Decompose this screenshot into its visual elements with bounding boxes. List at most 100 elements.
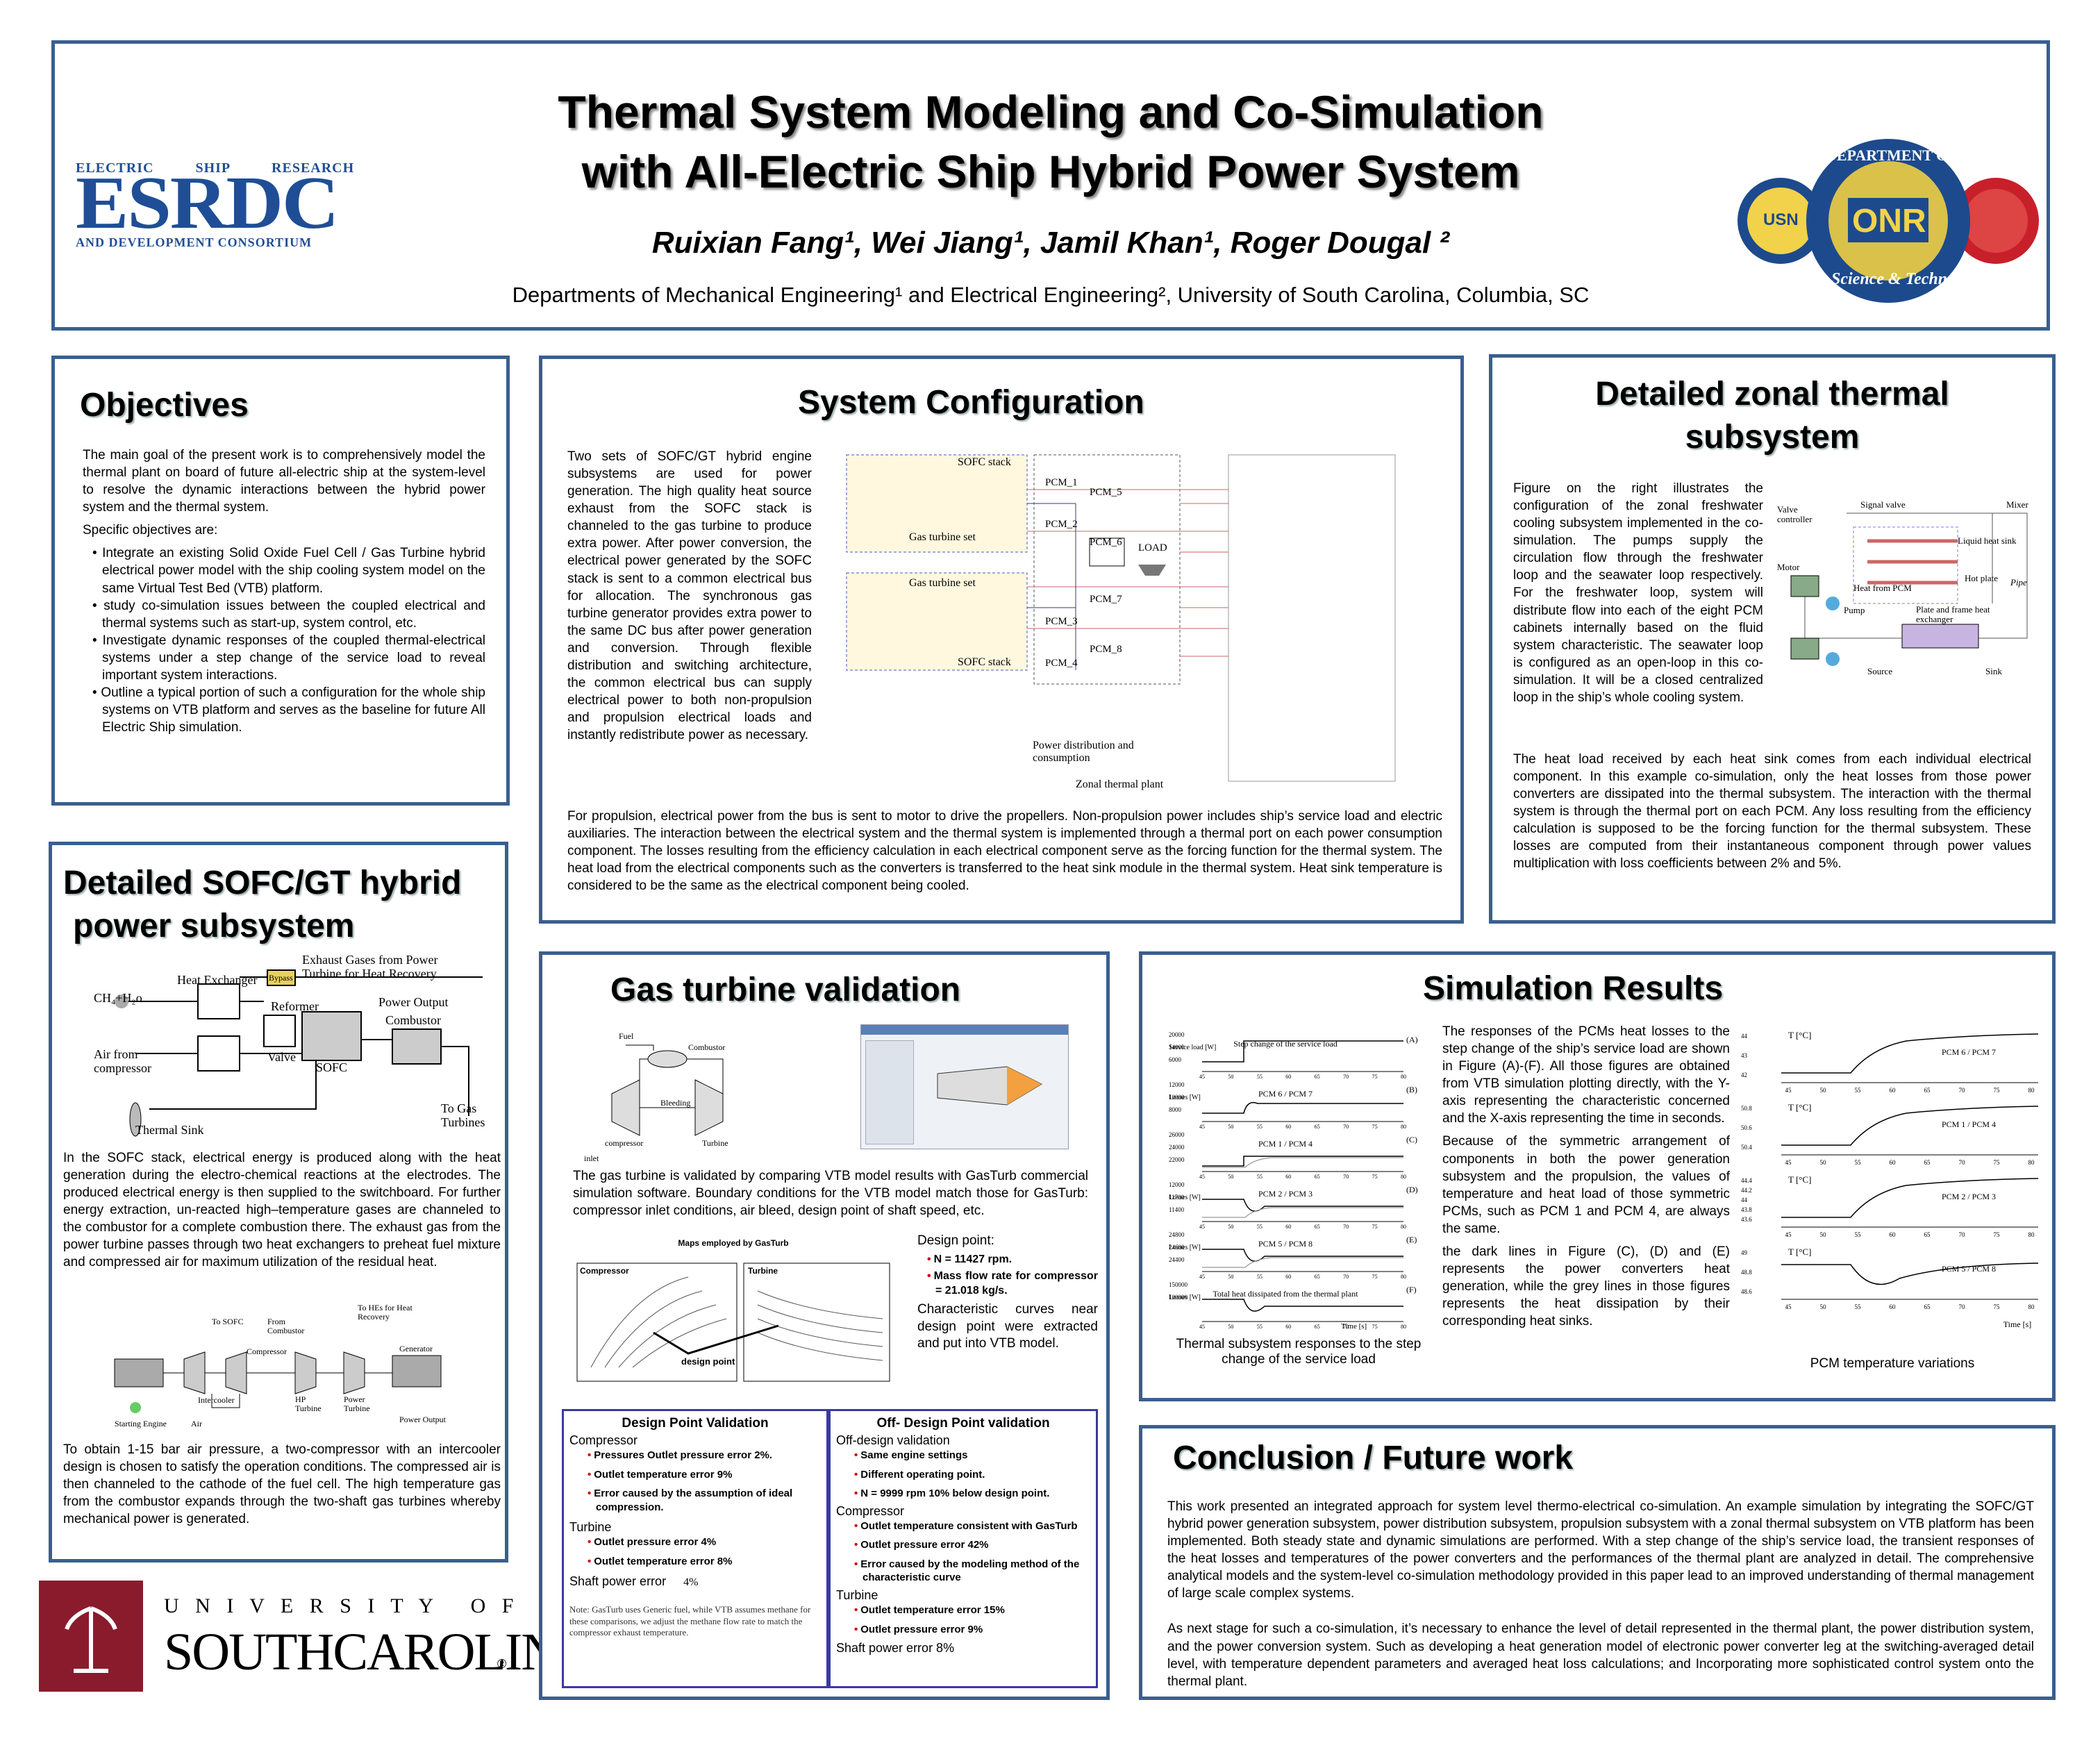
sofc-panel: Detailed SOFC/GT hybrid power subsystem …	[49, 842, 508, 1562]
val2-comp-item: Outlet pressure error 42%	[836, 1538, 1090, 1552]
maps-title: Maps employed by GasTurb	[678, 1238, 789, 1248]
conclusion-para2: As next stage for such a co-simulation, …	[1167, 1622, 2034, 1689]
left-chart-ylabel: Losses [W]	[1169, 1244, 1201, 1251]
right-chart-xtick: 45	[1785, 1087, 1792, 1094]
right-chart-tick: 44.4	[1741, 1177, 1752, 1184]
left-chart-xtick: 65	[1315, 1274, 1320, 1280]
gt-layout-lines	[611, 1044, 724, 1136]
sofc-diagram: Exhaust Gases from Power Turbine for Hea…	[94, 953, 497, 1144]
conclusion-title: Conclusion / Future work	[1173, 1440, 1574, 1476]
left-chart-xtick: 55	[1257, 1274, 1262, 1280]
sofc-fig-valve: Valve	[267, 1050, 296, 1064]
objective-item: • study co-simulation issues between the…	[92, 598, 485, 631]
left-chart-note: PCM 5 / PCM 8	[1258, 1239, 1312, 1249]
left-chart-note: PCM 1 / PCM 4	[1258, 1139, 1312, 1149]
right-chart-ylabel: T [°C]	[1788, 1247, 1811, 1257]
sofc-title-line1: Detailed SOFC/GT hybrid	[63, 865, 462, 901]
left-chart-xtick: 70	[1343, 1124, 1349, 1130]
objectives-specific: Specific objectives are:	[83, 523, 218, 538]
usc-letters: U N I V E R S I T Y O F	[164, 1594, 519, 1617]
fig-dist: Power distribution and consumption	[1033, 740, 1134, 764]
esrdc-bottom-text: AND DEVELOPMENT CONSORTIUM	[76, 235, 312, 249]
sysconfig-panel: System Configuration Two sets of SOFC/GT…	[539, 356, 1464, 924]
right-chart-xtick: 60	[1890, 1087, 1897, 1094]
gt-schem-comp: Compressor	[247, 1347, 287, 1356]
right-chart-tick: 50.8	[1741, 1105, 1752, 1112]
right-chart-line	[1781, 1106, 2039, 1146]
val1-shaft: Shaft power error	[569, 1574, 667, 1589]
fig-pcm1: PCM_1	[1045, 477, 1078, 488]
left-chart-xtick: 60	[1285, 1074, 1291, 1080]
right-chart-xtick: 55	[1855, 1303, 1862, 1310]
usc-logo: U N I V E R S I T Y O F SOUTHCAROLINA ®	[39, 1581, 596, 1697]
sofc-para1: In the SOFC stack, electrical energy is …	[63, 1151, 501, 1270]
sofc-fig-bypass: Bypass	[269, 973, 293, 983]
left-chart-ylabel: Losses [W]	[1169, 1294, 1201, 1301]
conclusion-panel: Conclusion / Future work This work prese…	[1139, 1425, 2056, 1700]
gasturbine-para1: The gas turbine is validated by comparin…	[573, 1169, 1088, 1219]
right-chart-tick: 44.2	[1741, 1187, 1752, 1194]
left-chart-xtick: 70	[1343, 1274, 1349, 1280]
right-chart-xtick: 55	[1855, 1159, 1862, 1166]
gt-fig-compressor: compressor	[605, 1138, 644, 1148]
sofc-fig-reformer: Reformer	[271, 999, 319, 1013]
authors: Ruixian Fang¹, Wei Jiang¹, Jamil Khan¹, …	[651, 226, 1450, 260]
zonal-fig-plate: Plate and frame heat exchanger	[1916, 604, 1990, 625]
fig-pcm4: PCM_4	[1045, 658, 1078, 669]
results-left-caption: Thermal subsystem responses to the step …	[1176, 1337, 1422, 1367]
left-chart-xtick: 45	[1199, 1124, 1205, 1130]
sofc-fig-air: Air from compressor	[94, 1047, 151, 1075]
zonal-fig-source: Source	[1867, 666, 1893, 676]
left-chart-xtick: 80	[1401, 1324, 1406, 1330]
gasturb-screenshot-bar	[861, 1025, 1068, 1035]
left-chart-line	[1202, 1156, 1403, 1167]
dp-item: N = 11427 rpm.	[917, 1253, 1098, 1267]
val1-note: Note: GasTurb uses Generic fuel, while V…	[569, 1604, 811, 1638]
gt-schem-tosofc: To SOFC	[212, 1317, 244, 1326]
val2-shaft: Shaft power error 8%	[836, 1641, 955, 1656]
left-chart-tick: 24400	[1169, 1256, 1185, 1263]
right-chart-ylabel: T [°C]	[1788, 1030, 1811, 1040]
sofc-diagram-lines	[115, 969, 483, 1137]
gasturb-screenshot	[860, 1024, 1069, 1149]
right-chart-tick: 50.6	[1741, 1124, 1752, 1131]
zonal-title-line2: subsystem	[1685, 419, 1860, 456]
sysconfig-para2: For propulsion, electrical power from th…	[567, 809, 1442, 894]
results-para1: The responses of the PCMs heat losses to…	[1442, 1024, 1730, 1126]
right-chart-xtick: 55	[1855, 1087, 1862, 1094]
gt-layout-diagram: Fuel Combustor Bleeding compressor Turbi…	[584, 1031, 751, 1163]
left-chart-line	[1202, 1299, 1403, 1312]
right-chart-xtick: 80	[2028, 1231, 2035, 1238]
results-text: The responses of the PCMs heat losses to…	[1442, 1023, 1730, 1335]
right-chart-xtick: 70	[1959, 1303, 1966, 1310]
maps-curves	[576, 1262, 890, 1382]
right-chart-xtick: 80	[2028, 1159, 2035, 1166]
val1-comp-item: Error caused by the assumption of ideal …	[569, 1487, 821, 1514]
esrdc-big-text: ESRDC	[76, 162, 340, 244]
right-chart-line	[1781, 1178, 2039, 1218]
right-chart-xtick: 65	[1924, 1231, 1931, 1238]
zonal-fig-sink: Sink	[1985, 666, 2002, 676]
val2-off-item: N = 9999 rpm 10% below design point.	[836, 1487, 1090, 1501]
val1-turb: Turbine	[569, 1520, 612, 1535]
val1-turb-item: Outlet temperature error 8%	[569, 1555, 821, 1569]
gt-schem-pt: Power Turbine	[344, 1394, 370, 1414]
left-chart-xtick: 50	[1228, 1224, 1233, 1230]
objective-item: • Integrate an existing Solid Oxide Fuel…	[92, 546, 485, 596]
dp-text: Characteristic curves near design point …	[917, 1302, 1098, 1351]
val2-turb: Turbine	[836, 1588, 878, 1602]
left-chart-tick: 20000	[1169, 1031, 1185, 1038]
gt-schem-hp: HP Turbine	[295, 1394, 322, 1414]
gt-fig-bleeding: Bleeding	[660, 1098, 691, 1108]
right-chart-line	[1781, 1033, 2039, 1074]
left-chart-tick: 150000	[1169, 1281, 1188, 1288]
left-chart-note: PCM 6 / PCM 7	[1258, 1089, 1312, 1099]
val2-comp: Compressor	[836, 1503, 905, 1518]
left-chart-xtick: 45	[1199, 1324, 1205, 1330]
val1-shaft-row: Shaft power error 4%	[569, 1574, 821, 1590]
sofc-fig-exhaust: Exhaust Gases from Power Turbine for Hea…	[302, 953, 438, 981]
left-chart-xtick: 75	[1372, 1324, 1378, 1330]
gt-schem-tohx: To HEs for Heat Recovery	[358, 1303, 412, 1322]
objective-item: • Outline a typical portion of such a co…	[92, 685, 485, 735]
left-chart-tick: 8000	[1169, 1106, 1182, 1113]
